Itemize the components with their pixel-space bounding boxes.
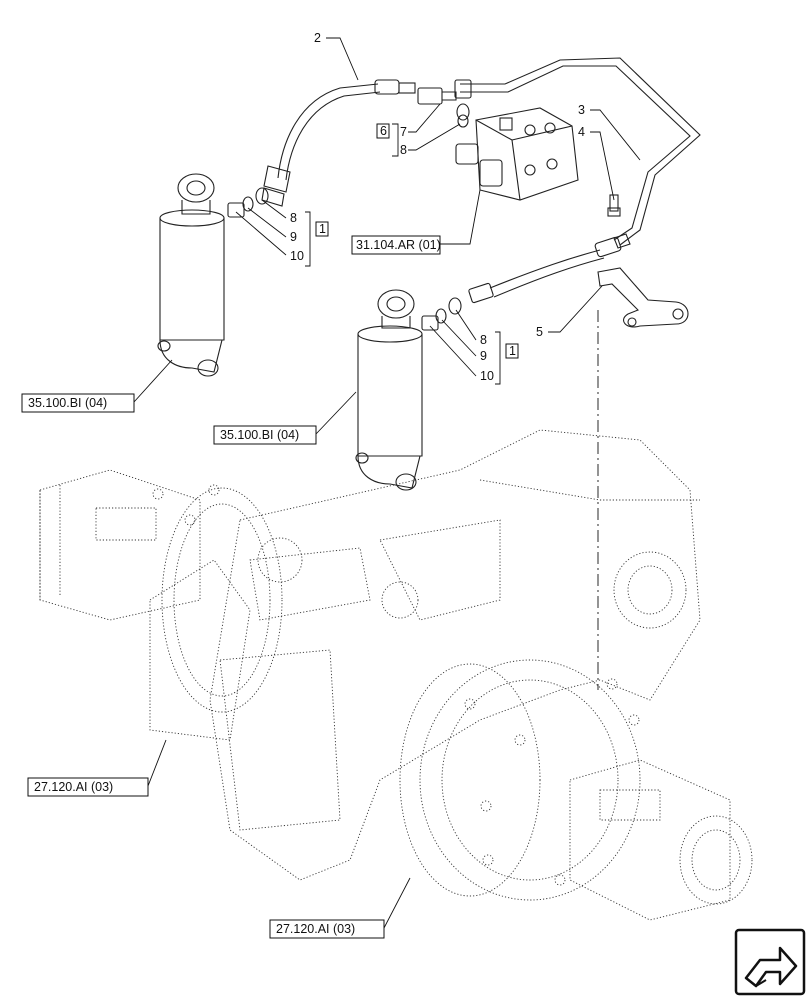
callout-10-a: 10 [290, 249, 304, 263]
bracket-5 [597, 267, 689, 328]
ref-axle-right[interactable]: 27.120.AI (03) [276, 922, 355, 936]
lift-cylinder-left [157, 173, 225, 377]
leader-lines [133, 37, 641, 929]
kit-box-1-b: 1 [509, 344, 516, 358]
callout-4: 4 [578, 125, 585, 139]
ref-valve[interactable]: 31.104.AR (01) [356, 238, 441, 252]
callout-2: 2 [314, 31, 321, 45]
callout-7: 7 [400, 125, 407, 139]
lift-cylinder-right [355, 289, 423, 491]
hose-2 [261, 79, 416, 207]
ref-cylinder-right[interactable]: 35.100.BI (04) [220, 428, 299, 442]
rear-axle-housing [39, 429, 753, 921]
fitting-7 [417, 87, 470, 128]
seal-washer-group-upper [227, 187, 269, 218]
callout-5: 5 [536, 325, 543, 339]
hose-lower [468, 233, 631, 304]
callout-9-a: 9 [290, 230, 297, 244]
callout-3: 3 [578, 103, 585, 117]
kit-box-6: 6 [380, 124, 387, 138]
callout-9-b: 9 [480, 349, 487, 363]
callout-8-upper: 8 [400, 143, 407, 157]
callout-8-a: 8 [290, 211, 297, 225]
pipe-3 [454, 57, 701, 246]
seal-washer-group-lower [421, 297, 462, 331]
callout-8-b: 8 [480, 333, 487, 347]
next-page-arrow-icon[interactable] [734, 928, 806, 996]
ref-cylinder-left[interactable]: 35.100.BI (04) [28, 396, 107, 410]
control-valve [455, 107, 579, 201]
callout-10-b: 10 [480, 369, 494, 383]
bolt-4 [607, 194, 621, 217]
ref-axle-left[interactable]: 27.120.AI (03) [34, 780, 113, 794]
kit-box-1-a: 1 [319, 222, 326, 236]
